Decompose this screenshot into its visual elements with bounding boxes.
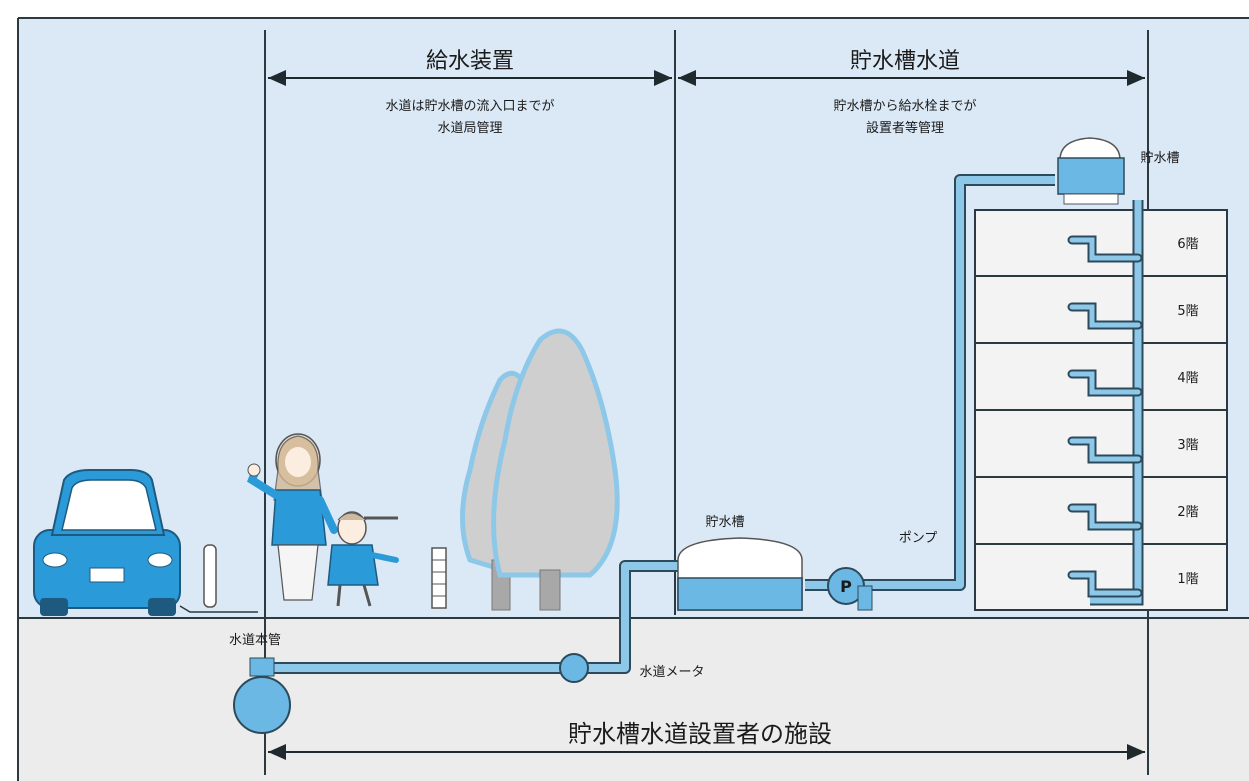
floor-label-1: 1階 (1177, 572, 1198, 587)
left-section-desc-1: 水道は貯水槽の流入口までが (385, 99, 554, 114)
bollard-right (431, 547, 447, 609)
tree-front (491, 328, 620, 611)
faucet-icons (1067, 235, 1143, 598)
water-main-label: 水道本管 (229, 633, 281, 648)
left-section-title: 給水装置 (426, 49, 514, 74)
right-section-desc-1: 貯水槽から給水栓までが (833, 99, 976, 114)
roof-tank-icon (1057, 137, 1125, 205)
floor-label-6: 6階 (1177, 237, 1198, 252)
floor-label-2: 2階 (1177, 505, 1198, 520)
building (974, 209, 1228, 611)
floor-label-5: 5階 (1177, 304, 1198, 319)
child-figure (327, 511, 399, 607)
ground-tank-icon (677, 537, 803, 611)
pump-label: ポンプ (899, 531, 938, 546)
pump-icon (827, 567, 873, 611)
water-main-icon (233, 657, 291, 734)
floor-label-3: 3階 (1177, 438, 1198, 453)
ground-tank-label: 貯水槽 (705, 515, 744, 530)
water-meter-icon (559, 653, 589, 683)
pump-symbol: P (840, 577, 852, 596)
left-section-desc-2: 水道局管理 (437, 121, 502, 136)
bollard-left (203, 544, 217, 608)
roof-tank-label: 貯水槽 (1140, 151, 1179, 166)
water-meter-label: 水道メータ (639, 665, 704, 680)
ground-area (18, 618, 1249, 781)
right-section-desc-2: 設置者等管理 (866, 120, 944, 136)
floor-label-4: 4階 (1177, 371, 1198, 386)
car-icon (33, 469, 181, 616)
right-section-title: 貯水槽水道 (850, 49, 960, 74)
woman-figure (247, 433, 338, 601)
bottom-title: 貯水槽水道設置者の施設 (568, 720, 832, 748)
